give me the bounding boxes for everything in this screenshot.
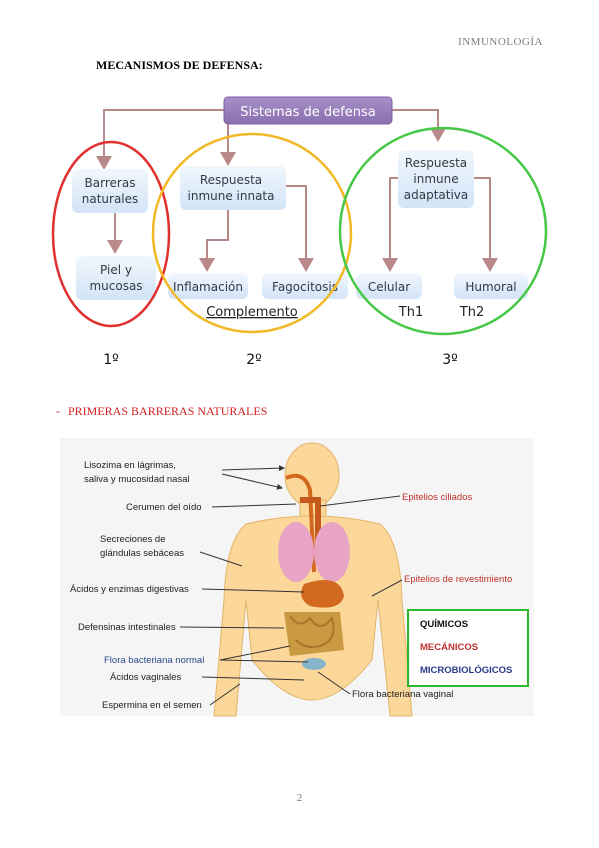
adaptativa-line3: adaptativa: [404, 188, 469, 202]
piel-box: [76, 256, 156, 300]
label-espermina: Espermina en el semen: [102, 700, 202, 711]
innata-box: [180, 166, 286, 210]
section-title: MECANISMOS DE DEFENSA:: [96, 58, 263, 72]
legend-microbiologicos: MICROBIOLÓGICOS: [420, 664, 512, 676]
label-defensinas: Defensinas intestinales: [78, 622, 176, 633]
th1-label: Th1: [398, 305, 423, 320]
header-subject: INMUNOLOGÍA: [458, 36, 543, 48]
circle-second-line: [151, 132, 353, 334]
label-secreciones-2: glándulas sebáceas: [100, 548, 184, 559]
legend-quimicos: QUÍMICOS: [420, 619, 468, 630]
barreras-box: [72, 169, 148, 213]
humoral-box: [454, 273, 528, 299]
label-cerumen: Cerumen del oído: [126, 502, 202, 513]
label-lisozima-1: Lisozima en lágrimas,: [84, 460, 176, 471]
barreras-line1: Barreras: [85, 176, 136, 190]
label-flora-normal: Flora bacteriana normal: [104, 655, 204, 666]
innata-line2: inmune innata: [188, 189, 275, 203]
defense-mechanisms-diagram: Sistemas de defensa Barreras naturales P…: [51, 96, 548, 368]
ordinal-1: 1º: [103, 352, 119, 368]
inflamacion-label: Inflamación: [173, 280, 243, 294]
primeras-heading: -PRIMERAS BARRERAS NATURALES: [56, 404, 267, 419]
circle-first-line: [51, 140, 171, 328]
label-acidos-enzimas: Ácidos y enzimas digestivas: [70, 584, 189, 595]
heading-text: PRIMERAS BARRERAS NATURALES: [68, 404, 268, 418]
adaptativa-line1: Respuesta: [405, 156, 467, 170]
humoral-label: Humoral: [465, 280, 516, 294]
piel-line2: mucosas: [89, 279, 142, 293]
legend-mecanicos: MECÁNICOS: [420, 642, 478, 653]
inflamacion-box: [168, 273, 248, 299]
circle-third-line: [338, 126, 548, 336]
page-number: 2: [296, 792, 303, 804]
internal-organs: [278, 473, 350, 670]
adaptativa-box: [398, 150, 474, 208]
heading-dash: -: [56, 404, 60, 418]
piel-line1: Piel y: [100, 263, 132, 277]
ordinal-2: 2º: [246, 352, 262, 368]
celular-label: Celular: [368, 280, 410, 294]
label-secreciones-1: Secreciones de: [100, 534, 165, 545]
label-flora-vaginal: Flora bacteriana vaginal: [352, 689, 453, 700]
label-epitelios-ciliados: Epitelios ciliados: [402, 492, 472, 503]
fagocitosis-label: Fagocitosis: [272, 280, 338, 294]
root-box: [223, 96, 393, 125]
celular-box: [356, 273, 422, 299]
barreras-line2: naturales: [82, 192, 139, 206]
legend-box: [407, 609, 529, 687]
adaptativa-line2: inmune: [413, 172, 458, 186]
label-epitelios-revestimiento: Epitelios de revestimiento: [404, 574, 512, 585]
th2-label: Th2: [459, 305, 484, 320]
label-acidos-vaginales: Ácidos vaginales: [110, 672, 182, 683]
fagocitosis-box: [262, 273, 348, 299]
ordinal-3: 3º: [442, 352, 458, 368]
innata-line1: Respuesta: [200, 173, 262, 187]
label-lisozima-2: saliva y mucosidad nasal: [84, 474, 190, 485]
complemento-label: Complemento: [206, 305, 298, 320]
root-label: Sistemas de defensa: [240, 105, 375, 120]
